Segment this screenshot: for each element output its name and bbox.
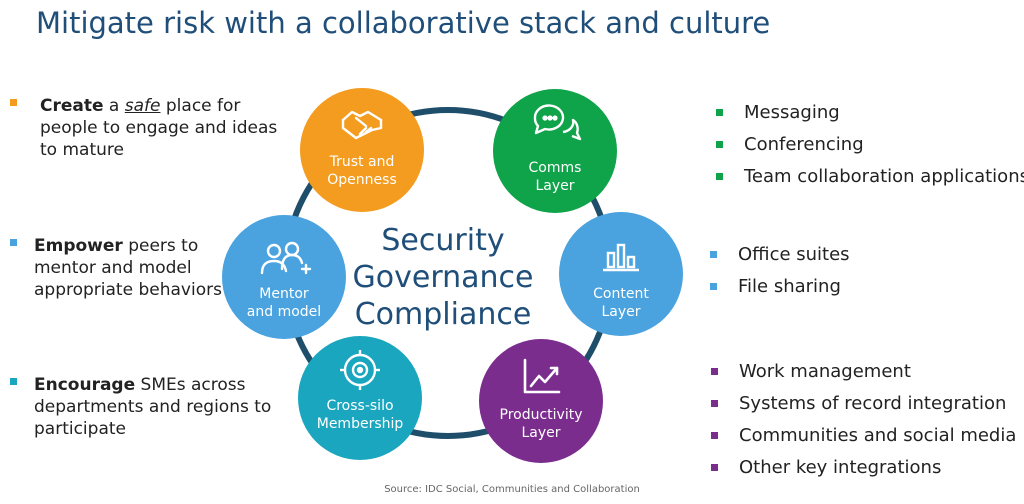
node-crosssilo	[298, 336, 422, 460]
create-line3: to mature	[40, 140, 124, 160]
list-item: Team collaboration applications	[716, 161, 1024, 193]
people-add-icon	[260, 241, 312, 275]
bullet-square	[710, 251, 717, 258]
empower-bold: Empower	[34, 236, 123, 256]
center-line1: Security	[381, 223, 505, 258]
encourage-rest: SMEs across	[135, 375, 246, 395]
create-line2: people to engage and ideas	[40, 118, 278, 138]
bullet-square	[716, 109, 723, 116]
center-line3: Compliance	[354, 297, 532, 332]
bullet-square	[711, 432, 718, 439]
label-trust: Trust and Openness	[297, 153, 427, 189]
bullet-square	[711, 368, 718, 375]
create-pre: a	[103, 96, 125, 116]
left-bullet-create: Create a safe place for people to engage…	[10, 95, 278, 161]
label-crosssilo-line1: Cross-silo	[326, 398, 394, 414]
encourage-line3: participate	[34, 419, 126, 439]
left-bullet-empower: Empower peers to mentor and model approp…	[10, 235, 222, 301]
bullet-square	[716, 141, 723, 148]
label-productivity: Productivity Layer	[476, 406, 606, 442]
node-comms	[493, 89, 617, 213]
right-group-productivity: Work management Systems of record integr…	[711, 356, 1016, 484]
encourage-line2: departments and regions to	[34, 397, 272, 417]
page-title: Mitigate risk with a collaborative stack…	[36, 6, 771, 40]
source-caption: Source: IDC Social, Communities and Coll…	[384, 484, 640, 495]
create-rest: place for	[160, 96, 241, 116]
center-line2: Governance	[352, 260, 534, 295]
create-italic: safe	[124, 96, 161, 116]
create-bold: Create	[40, 96, 104, 116]
list-item: Office suites	[710, 239, 850, 271]
bullet-square	[716, 173, 723, 180]
center-label: Security Governance Compliance	[333, 222, 553, 333]
list-item: Communities and social media	[711, 420, 1016, 452]
label-comms-line2: Layer	[535, 178, 575, 194]
label-crosssilo: Cross-silo Membership	[295, 397, 425, 433]
bullet-square	[711, 400, 718, 407]
label-productivity-line1: Productivity	[499, 407, 583, 423]
item-label: Other key integrations	[739, 457, 942, 478]
label-comms: Comms Layer	[490, 159, 620, 195]
label-mentor-line1: Mentor	[259, 286, 309, 302]
item-label: Work management	[739, 361, 911, 382]
handshake-icon	[341, 110, 383, 140]
right-group-comms: Messaging Conferencing Team collaboratio…	[716, 97, 1024, 193]
left-bullet-encourage: Encourage SMEs across departments and re…	[10, 374, 272, 440]
node-productivity	[479, 339, 603, 463]
item-label: Systems of record integration	[739, 393, 1007, 414]
node-content	[559, 212, 683, 336]
empower-line3: appropriate behaviors	[34, 280, 222, 300]
bullet-square	[10, 378, 17, 385]
label-mentor: Mentor and model	[219, 285, 349, 321]
label-content-line2: Layer	[601, 304, 641, 320]
item-label: Conferencing	[744, 134, 864, 155]
list-item: File sharing	[710, 271, 850, 303]
empower-line2: mentor and model	[34, 258, 192, 278]
right-group-content: Office suites File sharing	[710, 239, 850, 303]
list-item: Other key integrations	[711, 452, 1016, 484]
label-content-line1: Content	[593, 286, 649, 302]
item-label: Team collaboration applications	[744, 166, 1024, 187]
label-trust-line2: Openness	[327, 172, 397, 188]
label-comms-line1: Comms	[528, 160, 582, 176]
encourage-bold: Encourage	[34, 375, 136, 395]
bullet-square	[10, 99, 17, 106]
item-label: Office suites	[738, 244, 850, 265]
label-content: Content Layer	[556, 285, 686, 321]
bar-chart-icon	[603, 243, 639, 272]
bullet-square	[710, 283, 717, 290]
list-item: Conferencing	[716, 129, 1024, 161]
target-icon	[340, 350, 380, 390]
label-mentor-line2: and model	[246, 304, 322, 320]
chat-icon	[533, 104, 582, 141]
node-mentor	[222, 215, 346, 339]
trend-chart-icon	[523, 358, 561, 394]
item-label: File sharing	[738, 276, 841, 297]
label-crosssilo-line2: Membership	[316, 416, 404, 432]
node-trust	[300, 88, 424, 212]
item-label: Messaging	[744, 102, 840, 123]
bullet-square	[10, 239, 17, 246]
label-trust-line1: Trust and	[329, 154, 395, 170]
label-productivity-line2: Layer	[521, 425, 561, 441]
item-label: Communities and social media	[739, 425, 1017, 446]
empower-rest: peers to	[122, 236, 199, 256]
list-item: Messaging	[716, 97, 1024, 129]
bullet-square	[711, 464, 718, 471]
list-item: Systems of record integration	[711, 388, 1016, 420]
list-item: Work management	[711, 356, 1016, 388]
